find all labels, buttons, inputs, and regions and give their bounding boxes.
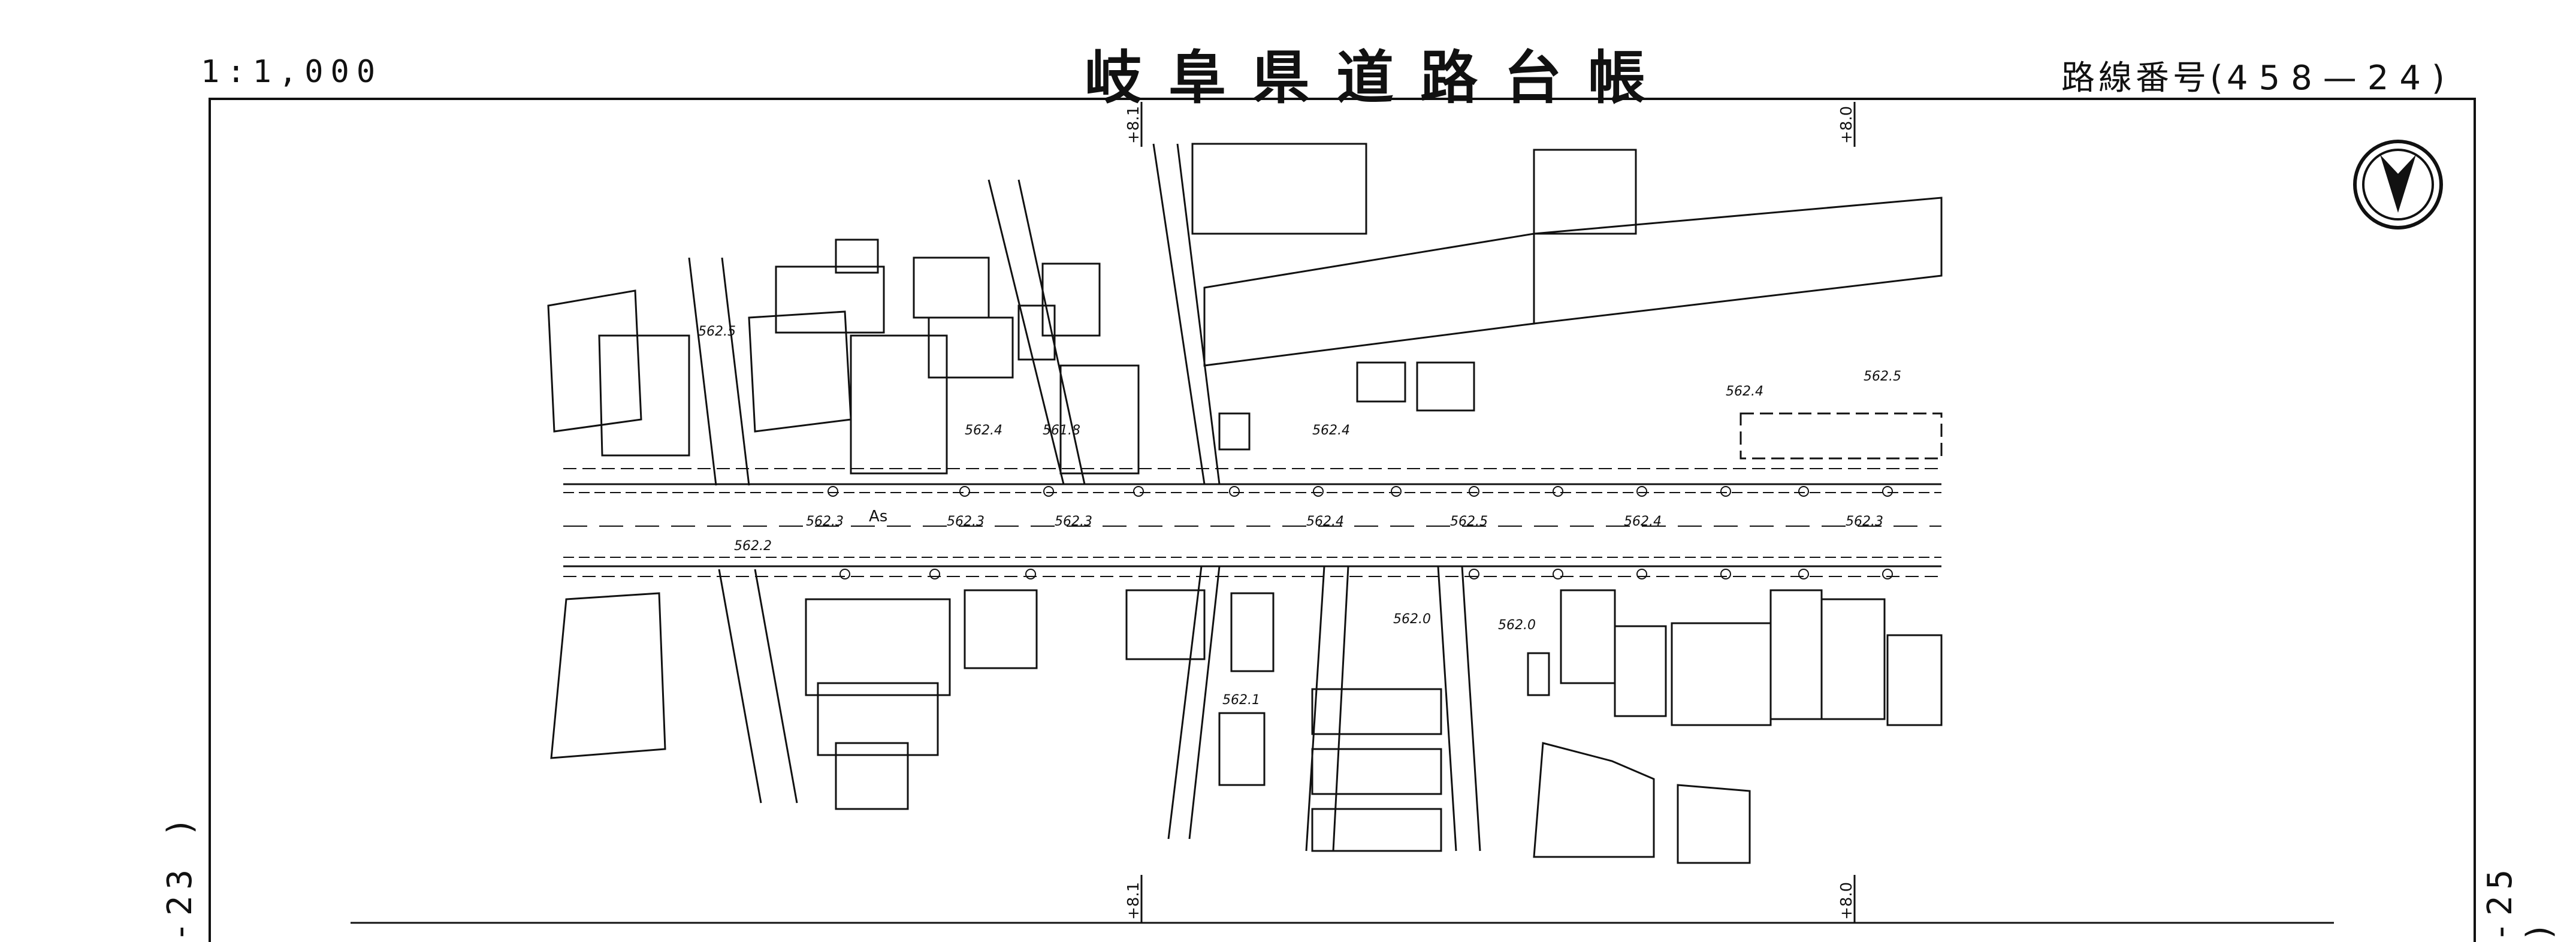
route-label-text: 路線番号 [2061, 59, 2210, 98]
elevation-label: 562.4 [1306, 514, 1344, 529]
elevation-label: 562.1 [1222, 693, 1260, 708]
elevation-label: 562.3 [1055, 514, 1092, 529]
station-label-bottom-2: +8.0 [1838, 882, 1856, 920]
north-arrow-icon [2353, 140, 2443, 230]
elevation-label: 562.5 [1450, 514, 1488, 529]
road-surface-label: As [869, 508, 887, 526]
elevation-label: 561.8 [1043, 423, 1080, 438]
buildings [547, 143, 1943, 864]
elevation-label: 562.2 [734, 539, 772, 554]
map-frame [209, 98, 2476, 942]
road-markers [828, 486, 1893, 579]
cross-roads [688, 143, 1481, 852]
station-label-top-2: +8.0 [1838, 106, 1856, 144]
elevation-label: 562.0 [1393, 612, 1431, 627]
elevation-label: 562.5 [1864, 369, 1901, 384]
route-number-label: 路線番号(458—24) [2061, 51, 2448, 99]
route-open-paren: ( [2210, 59, 2227, 98]
station-ticks [1140, 102, 1856, 923]
elevation-label: 562.3 [1846, 514, 1883, 529]
route-number: 458—24 [2226, 59, 2432, 98]
elevation-label: 562.4 [1312, 423, 1350, 438]
map-scale: 1:1,000 [201, 54, 383, 90]
page-title: 岐阜県道路台帳 [1085, 44, 1672, 111]
elevation-label: 562.5 [698, 324, 736, 339]
station-label-top-1: +8.1 [1125, 106, 1143, 144]
elevation-label: 562.4 [965, 423, 1002, 438]
route-close-paren: ) [2432, 59, 2448, 98]
elevation-label: 562.3 [806, 514, 844, 529]
elevation-label: 562.4 [1624, 514, 1662, 529]
station-label-bottom-1: +8.1 [1125, 882, 1143, 920]
elevation-label: 562.4 [1726, 384, 1763, 399]
elevation-label: 562.0 [1498, 618, 1536, 633]
main-road [563, 468, 1941, 577]
elevation-label: 562.3 [947, 514, 985, 529]
